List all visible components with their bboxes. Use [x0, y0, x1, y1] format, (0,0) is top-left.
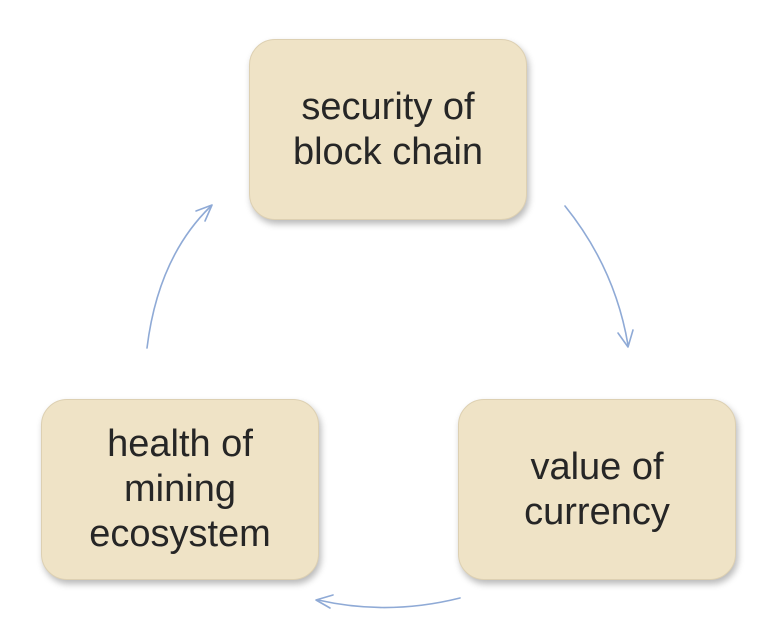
- node-health-of-mining-ecosystem: health of mining ecosystem: [41, 399, 319, 580]
- arrow-value-to-health: [315, 594, 461, 609]
- node-label: value of currency: [524, 445, 670, 533]
- node-label: security of block chain: [292, 85, 484, 173]
- node-security-of-block-chain: security of block chain: [249, 39, 527, 220]
- arrow-health-to-security: [146, 204, 213, 349]
- arrow-security-to-value: [564, 205, 634, 348]
- node-value-of-currency: value of currency: [458, 399, 736, 580]
- node-label: health of mining ecosystem: [89, 423, 271, 555]
